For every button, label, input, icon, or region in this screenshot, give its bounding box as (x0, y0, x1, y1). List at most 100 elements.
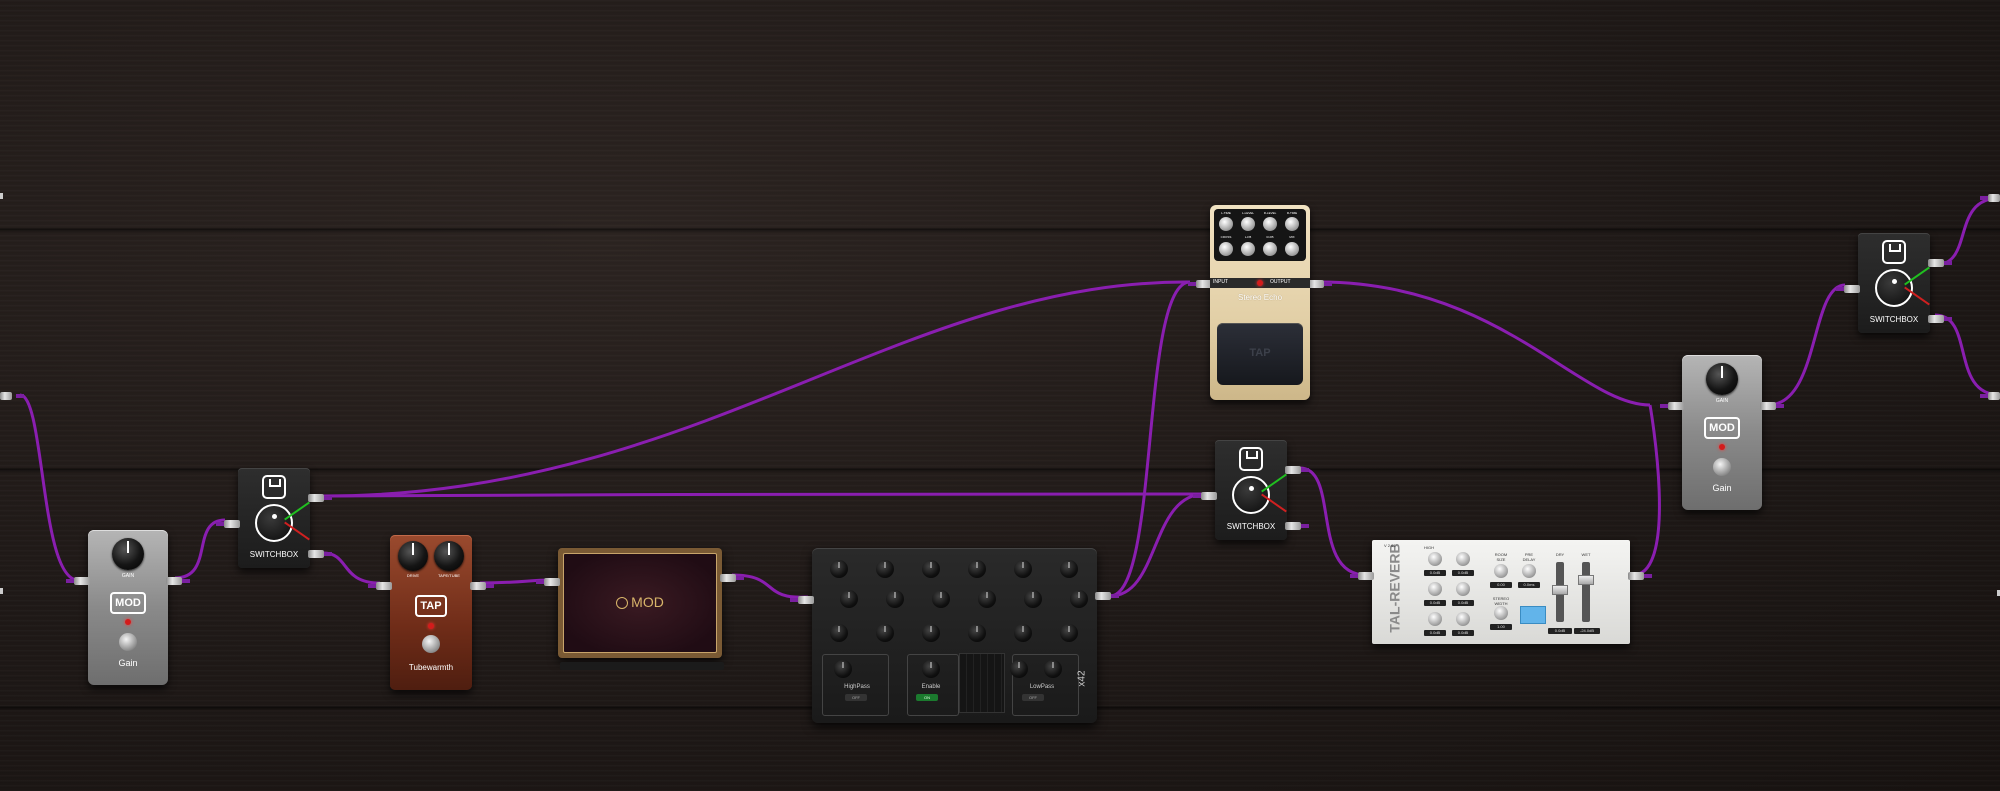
room-size-knob[interactable] (1494, 564, 1508, 578)
switchbox[interactable]: SWITCHBOX (1193, 440, 1309, 540)
system-playback-jack[interactable] (1980, 194, 2000, 202)
output-jack[interactable] (720, 574, 744, 582)
tap-label: TAP (1249, 347, 1271, 359)
tap-footpad[interactable]: TAP (1217, 323, 1303, 385)
highpass-knob[interactable] (834, 660, 852, 678)
input-jack[interactable] (1836, 285, 1860, 293)
edge-port[interactable] (0, 588, 3, 594)
mixer-knob[interactable] (830, 624, 848, 642)
drive-knob[interactable] (398, 541, 428, 571)
mixer-knob[interactable] (968, 624, 986, 642)
enable-label: Enable (921, 684, 941, 690)
output-jack-a[interactable] (1285, 466, 1309, 474)
mixer-knob[interactable] (1014, 560, 1032, 578)
eq-knob[interactable] (1456, 612, 1470, 626)
l-level-knob[interactable] (1241, 217, 1255, 231)
input-jack[interactable] (216, 520, 240, 528)
mixer-knob[interactable] (922, 624, 940, 642)
mixer-knob[interactable] (1060, 624, 1078, 642)
pedal-name: Gain (1712, 483, 1732, 493)
mixer-knob[interactable] (978, 590, 996, 608)
knob-label: GAIN (1715, 398, 1729, 404)
tape-tube-knob[interactable] (434, 541, 464, 571)
input-jack[interactable] (1350, 572, 1374, 580)
output-jack-b[interactable] (1928, 315, 1952, 323)
edge-port[interactable] (0, 193, 3, 199)
output-jack-a[interactable] (308, 494, 332, 502)
footswitch[interactable] (1713, 458, 1731, 476)
input-jack[interactable] (66, 577, 90, 585)
r-time-knob[interactable] (1285, 217, 1299, 231)
mix-knob[interactable] (1285, 242, 1299, 256)
mixer-knob[interactable] (922, 560, 940, 578)
output-jack[interactable] (1308, 280, 1332, 288)
output-jack[interactable] (1760, 402, 1784, 410)
switchbox[interactable]: SWITCHBOX (1836, 233, 1952, 333)
tubewarmth-pedal[interactable]: DRIVE TAPE/TUBE TAP Tubewarmth (368, 535, 494, 690)
output-jack-b[interactable] (308, 550, 332, 558)
mixer-knob[interactable] (840, 590, 858, 608)
r-level-knob[interactable] (1263, 217, 1277, 231)
mixer-knob[interactable] (886, 590, 904, 608)
r-fb-knob[interactable] (1263, 242, 1277, 256)
edge-port[interactable] (1997, 590, 2000, 596)
mixer-knob[interactable] (830, 560, 848, 578)
dry-fader[interactable] (1552, 585, 1568, 595)
system-capture-jack[interactable] (0, 392, 24, 400)
output-jack[interactable] (1628, 572, 1652, 580)
footswitch[interactable] (119, 633, 137, 651)
mixer-knob[interactable] (1024, 590, 1042, 608)
enable-toggle[interactable]: ON (916, 694, 938, 701)
output-jack[interactable] (166, 577, 190, 585)
l-fb-knob[interactable] (1241, 242, 1255, 256)
output-jack[interactable] (470, 582, 494, 590)
gain-knob[interactable] (112, 538, 144, 570)
output-jack-a[interactable] (1928, 259, 1952, 267)
cabinet-plugin[interactable]: MOD (536, 548, 744, 670)
switchbox[interactable]: SWITCHBOX (216, 468, 332, 568)
output-jack[interactable] (1095, 592, 1119, 600)
eq-knob[interactable] (1456, 582, 1470, 596)
mixer-knob[interactable] (1060, 560, 1078, 578)
mixer-knob[interactable] (876, 624, 894, 642)
mixer-knob[interactable] (932, 590, 950, 608)
gain-pedal[interactable]: GAIN MOD Gain (66, 530, 190, 685)
cabinet-selector-bar[interactable] (560, 662, 724, 670)
wet-fader[interactable] (1578, 575, 1594, 585)
eq-knob[interactable] (1428, 582, 1442, 596)
eq-knob[interactable] (1428, 612, 1442, 626)
input-jack[interactable] (1188, 280, 1212, 288)
lowpass-knob[interactable] (1044, 660, 1062, 678)
highpass-toggle[interactable]: OFF (845, 694, 867, 701)
stereo-width-knob[interactable] (1494, 606, 1508, 620)
input-jack[interactable] (368, 582, 392, 590)
cable (174, 518, 226, 580)
system-playback-jack[interactable] (1980, 392, 2000, 400)
input-jack[interactable] (1193, 492, 1217, 500)
gain-pedal[interactable]: GAIN MOD Gain (1660, 355, 1784, 510)
gain-knob[interactable] (1706, 363, 1738, 395)
lowpass-knob[interactable] (1010, 660, 1028, 678)
input-jack[interactable] (536, 578, 560, 586)
input-jack[interactable] (1660, 402, 1684, 410)
mixer-knob[interactable] (968, 560, 986, 578)
stereo-echo-pedal[interactable]: L-TIME L-LEVEL R-LEVEL R-TIME CROSS L-FB… (1188, 205, 1332, 400)
input-jack[interactable] (790, 596, 814, 604)
lowpass-toggle[interactable]: OFF (1022, 694, 1044, 701)
cross-knob[interactable] (1219, 242, 1233, 256)
output-jack-b[interactable] (1285, 522, 1309, 530)
footswitch[interactable] (422, 635, 440, 653)
x42-mixer-plugin[interactable]: HighPass Enable LowPass OFF ON OFF x42 (790, 548, 1119, 723)
cable (1109, 492, 1206, 598)
tal-reverb-plugin[interactable]: TAL-REVERB V 2.61 HIGH 0.0dB 0.0dB 0.0dB… (1350, 540, 1652, 644)
pre-delay-knob[interactable] (1522, 564, 1536, 578)
eq-knob[interactable] (1428, 552, 1442, 566)
enable-section (907, 654, 959, 716)
mixer-knob[interactable] (1070, 590, 1088, 608)
mixer-knob[interactable] (1014, 624, 1032, 642)
mixer-knob[interactable] (876, 560, 894, 578)
enable-knob[interactable] (922, 660, 940, 678)
l-time-knob[interactable] (1219, 217, 1233, 231)
eq-knob[interactable] (1456, 552, 1470, 566)
